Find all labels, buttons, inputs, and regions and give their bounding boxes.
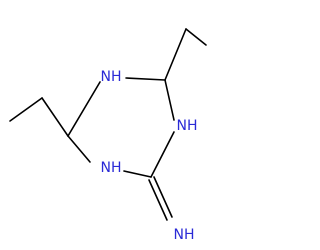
n-atom-bottom-h: H xyxy=(111,160,122,176)
bond-ethyl-top-ch2-ch3 xyxy=(185,28,207,46)
bond-ethyl-top-ring-ch2 xyxy=(164,28,187,81)
bond-imine-double-a xyxy=(148,179,168,221)
n-atom-right: NH xyxy=(176,118,197,134)
bond-n-right-to-c-bottom xyxy=(150,131,175,178)
bond-ethyl-left-ch2-ring xyxy=(41,97,69,137)
bond-ethyl-left-ch3-ch2 xyxy=(9,97,43,122)
n-atom-top: NH xyxy=(100,69,121,85)
bond-c-right-to-n-right xyxy=(164,79,175,121)
chemical-structure: NH NH NH NH xyxy=(9,28,207,243)
n-atom-bottom-n: N xyxy=(100,160,110,176)
bond-imine-double-b xyxy=(153,176,173,218)
bond-c-bottom-to-n-bottom xyxy=(123,170,152,178)
bond-n-top-to-c-right xyxy=(125,77,166,81)
n-atom-top-n: N xyxy=(100,69,110,85)
bond-c-left-to-n-top xyxy=(67,81,101,137)
bond-n-bottom-to-c-left xyxy=(67,135,91,163)
n-atom-right-n: N xyxy=(176,118,186,134)
n-atom-right-h: H xyxy=(187,118,198,134)
imine-nh-atom: NH xyxy=(174,227,195,243)
n-atom-top-h: H xyxy=(111,69,122,85)
n-atom-bottom: NH xyxy=(100,160,121,176)
